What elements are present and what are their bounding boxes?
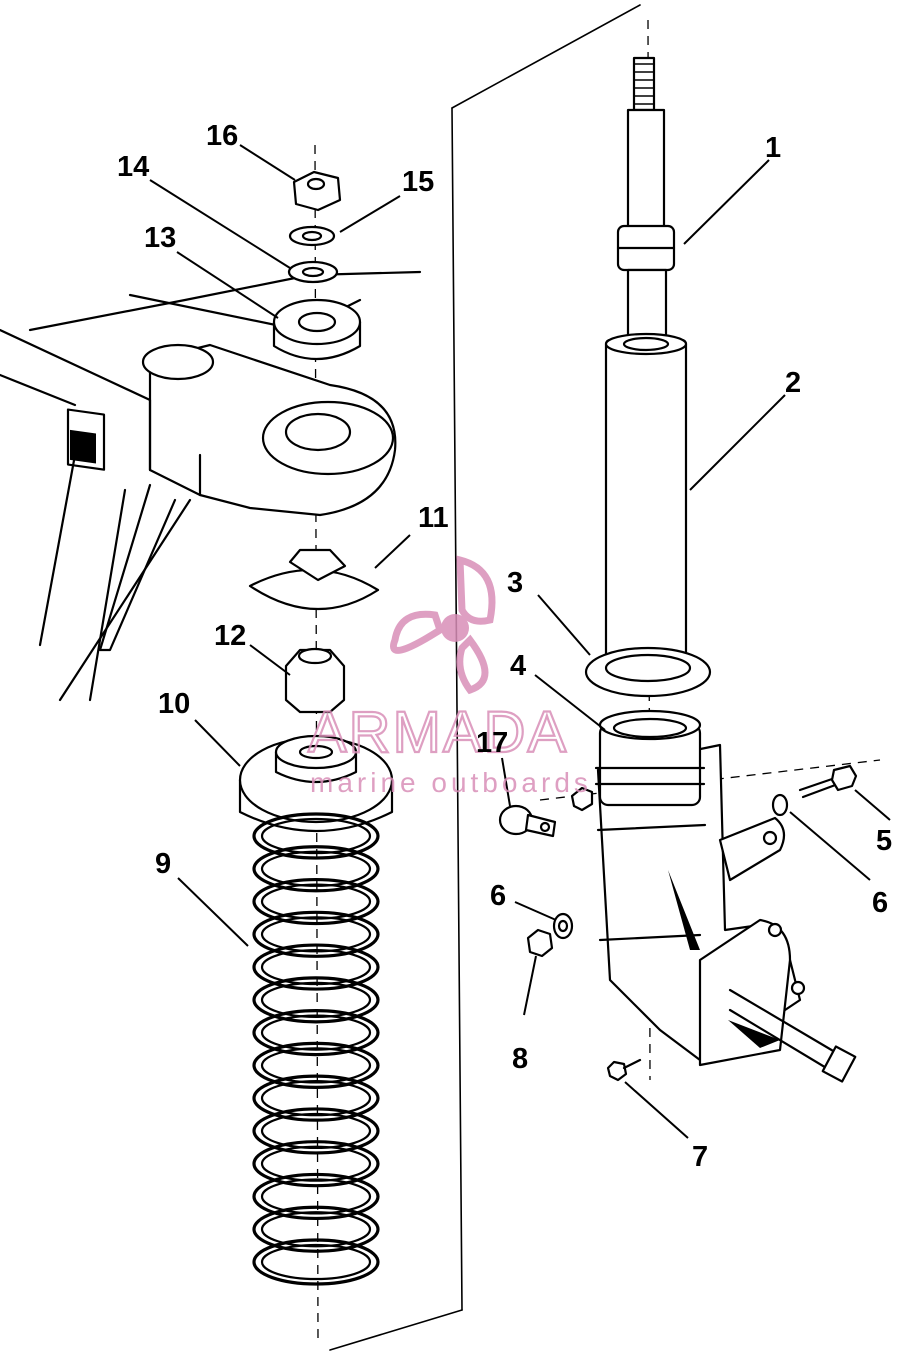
callout-12: 12 xyxy=(214,620,246,652)
strut-housing xyxy=(594,709,857,1083)
spring-coil xyxy=(260,916,372,953)
clip-17 xyxy=(498,786,594,838)
callout-11: 11 xyxy=(418,502,449,534)
watermark-tagline: marine outboards xyxy=(310,767,592,798)
nut-16 xyxy=(292,170,342,212)
screw-7 xyxy=(606,1058,642,1082)
callout-15: 15 xyxy=(402,166,434,198)
spring-coil xyxy=(260,948,372,986)
callout-16: 16 xyxy=(206,120,238,152)
callout-5: 5 xyxy=(876,825,892,857)
washer-15 xyxy=(288,225,336,247)
spring-coil xyxy=(260,1243,372,1281)
nut-8 xyxy=(526,928,554,958)
spring-coil xyxy=(252,1041,380,1089)
callout-17: 17 xyxy=(476,727,508,759)
nut-12 xyxy=(284,647,346,714)
spring-coil xyxy=(260,1014,372,1051)
callout-10: 10 xyxy=(158,688,190,720)
bolt-5 xyxy=(798,764,858,799)
spring-coil xyxy=(260,1047,372,1084)
washer-14 xyxy=(287,260,339,284)
callout-8: 8 xyxy=(512,1043,528,1075)
spring-coil xyxy=(260,817,372,855)
spring-coil xyxy=(252,976,380,1024)
spring-coil xyxy=(252,845,380,893)
seal-ring xyxy=(584,646,712,698)
spring-coil xyxy=(252,1140,380,1188)
spring-coil xyxy=(252,1009,380,1057)
watermark-brand: ARMADA xyxy=(308,700,568,765)
callout-labels: 1 2 3 4 5 6 6 7 8 9 10 11 12 13 14 15 16… xyxy=(117,120,892,1173)
spring-coil xyxy=(252,943,380,991)
washer-6-left xyxy=(552,912,574,940)
cone-washer-11 xyxy=(248,548,380,611)
callout-14: 14 xyxy=(117,151,149,183)
spring-coil xyxy=(252,1172,380,1221)
spring-coil xyxy=(252,1205,380,1253)
leader-lines xyxy=(149,144,891,1139)
callout-7: 7 xyxy=(692,1141,708,1173)
spring-coil xyxy=(252,910,380,958)
callout-6-right: 6 xyxy=(872,887,888,919)
watermark: ARMADA marine outboards xyxy=(307,555,592,798)
spring-coil xyxy=(260,1080,372,1117)
spring-coil xyxy=(260,850,372,887)
frame-crossmember xyxy=(0,270,422,702)
propeller-icon xyxy=(390,555,496,695)
spring-coil xyxy=(252,1107,380,1155)
callout-1: 1 xyxy=(765,132,781,164)
callout-6-left: 6 xyxy=(490,880,506,912)
shock-absorber xyxy=(604,56,688,682)
coil-spring-9 xyxy=(252,812,380,1286)
spring-coil xyxy=(260,1178,372,1215)
frame-lines xyxy=(329,4,641,1351)
spring-coil xyxy=(260,1211,372,1248)
spring-coil xyxy=(260,981,372,1018)
callout-9: 9 xyxy=(155,848,171,880)
spring-coil xyxy=(260,1145,372,1182)
washer-6-right xyxy=(771,793,789,817)
callout-2: 2 xyxy=(785,367,801,399)
bushing-13 xyxy=(272,298,362,361)
callout-3: 3 xyxy=(507,567,523,599)
spring-coil xyxy=(260,1112,372,1150)
spring-coil xyxy=(252,1074,380,1122)
spring-coil xyxy=(252,877,380,926)
spring-coil xyxy=(260,883,372,920)
callout-4: 4 xyxy=(510,650,526,682)
callout-13: 13 xyxy=(144,222,176,254)
spring-coil xyxy=(252,1238,380,1286)
spring-coil xyxy=(252,812,380,860)
